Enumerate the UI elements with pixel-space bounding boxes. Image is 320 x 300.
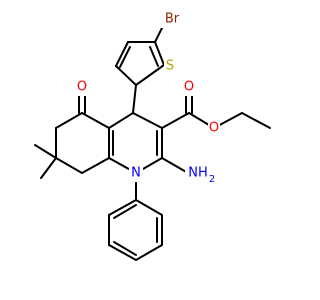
bond bbox=[34, 144, 57, 159]
bond bbox=[132, 84, 137, 114]
molecule-canvas: Br S O O O NH 2 N bbox=[34, 10, 271, 261]
bond bbox=[115, 41, 129, 67]
atom-labels: Br S O O O NH 2 N bbox=[76, 10, 220, 185]
carbonyl-oxygen-label: O bbox=[184, 80, 194, 95]
bond bbox=[135, 244, 163, 261]
bond bbox=[132, 112, 163, 129]
bond bbox=[113, 241, 137, 256]
bond bbox=[113, 204, 137, 219]
bond bbox=[108, 199, 137, 216]
bond bbox=[241, 112, 271, 129]
bond bbox=[161, 112, 190, 129]
bond bbox=[135, 199, 163, 216]
ester-oxygen-label: O bbox=[209, 121, 219, 136]
ring-nitrogen-label: N bbox=[131, 166, 141, 181]
bond bbox=[115, 65, 137, 86]
bond bbox=[119, 46, 131, 68]
bond bbox=[40, 157, 57, 179]
amino-subscript: 2 bbox=[209, 174, 215, 185]
bond bbox=[161, 157, 189, 174]
structure-diagram: Br S O O O NH 2 N bbox=[34, 10, 271, 261]
bonds bbox=[34, 21, 271, 261]
bond bbox=[108, 244, 137, 261]
amino-label: NH bbox=[188, 166, 208, 181]
sulfur-label: S bbox=[166, 59, 174, 74]
bond bbox=[81, 112, 110, 129]
bond bbox=[55, 157, 83, 174]
ketone-oxygen-label: O bbox=[77, 80, 87, 95]
bond bbox=[135, 64, 165, 86]
bond bbox=[149, 46, 159, 67]
bond bbox=[108, 112, 134, 129]
bond bbox=[55, 112, 83, 129]
bromine-label: Br bbox=[165, 12, 180, 27]
bond bbox=[154, 41, 165, 66]
bond bbox=[81, 157, 110, 174]
